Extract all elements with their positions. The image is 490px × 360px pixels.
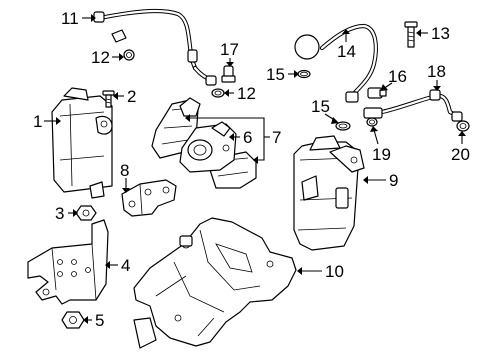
callout-15-lower: 15 [311,97,330,116]
part-1-module [51,87,113,199]
callout-12-center: 12 [237,84,256,103]
callout-20: 20 [451,145,470,164]
callout-11: 11 [61,9,79,28]
callout-1: 1 [33,112,42,131]
part-6-pump [179,121,237,173]
part-2-bolt [102,90,115,108]
callout-5: 5 [95,311,104,330]
part-14-tube [294,23,378,103]
callout-10: 10 [325,262,344,281]
part-17-sensor [221,65,236,83]
callout-12-left: 12 [91,48,110,67]
part-5-nut [61,311,85,329]
callout-4: 4 [121,256,130,275]
callout-labels: 1 2 3 4 5 6 7 8 9 10 11 12 12 13 14 15 1… [33,9,470,330]
part-16-connector [367,87,387,99]
callout-3: 3 [55,204,64,223]
part-18-tube [363,89,463,122]
callout-9: 9 [389,171,398,190]
part-12-seal-left [123,49,135,61]
callout-7: 7 [272,128,281,147]
part-3-nut [75,205,97,221]
part-8-pump-bracket [121,179,177,217]
part-15-oring-lower [335,121,351,131]
part-19-oring [366,117,378,127]
callout-2: 2 [127,87,136,106]
part-9-reservoir [293,135,365,251]
part-11-tube [93,8,217,86]
callout-19: 19 [372,145,391,164]
part-12-seal-center [211,88,225,98]
leader-lines [44,14,466,324]
callout-6: 6 [243,128,252,147]
callout-16: 16 [388,67,407,86]
part-15-oring-upper [297,69,311,79]
part-4-bracket [27,219,109,305]
callout-14: 14 [337,42,356,61]
callout-8: 8 [120,161,129,180]
callout-18: 18 [427,62,446,81]
callout-13: 13 [431,24,450,43]
callout-17: 17 [220,40,239,59]
part-20-oring [456,120,470,132]
part-13-bolt [404,21,418,48]
callout-15-upper: 15 [266,65,285,84]
part-10-skid-plate [133,217,297,349]
